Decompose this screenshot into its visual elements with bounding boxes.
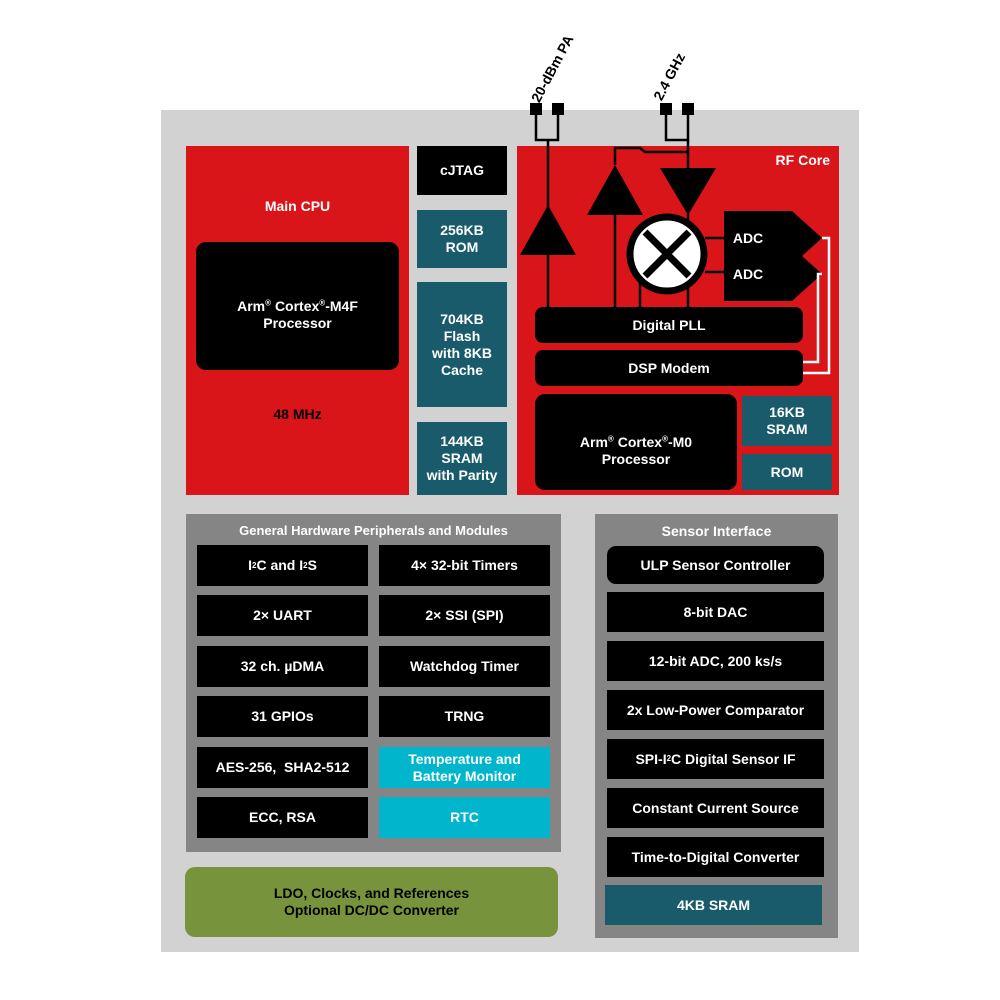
m0-processor: Arm® Cortex®-M0 Processor	[535, 394, 737, 490]
m4f-processor-name: Arm® Cortex®-M4F	[237, 297, 358, 314]
adc-to-dsp-wires	[803, 236, 831, 375]
uart-block: 2× UART	[197, 595, 368, 636]
power-line-1: LDO, Clocks, and References	[273, 885, 470, 901]
main-cpu-title: Main CPU	[264, 197, 331, 214]
dsp-modem: DSP Modem	[535, 350, 803, 386]
rf-rom-block: ROM	[742, 454, 832, 490]
power-line-2: Optional DC/DC Converter	[283, 902, 459, 918]
pa-antenna-pad-right	[552, 103, 564, 115]
rf-antenna-pad-right	[682, 103, 694, 115]
timers-block: 4× 32-bit Timers	[379, 545, 550, 586]
rf-sram-block: 16KB SRAM	[742, 396, 832, 446]
udma-block: 32 ch. µDMA	[197, 646, 368, 687]
sensor-sram-block: 4KB SRAM	[605, 885, 822, 925]
sensor-adc-block: 12-bit ADC, 200 ks/s	[607, 641, 824, 681]
ssi-block: 2× SSI (SPI)	[379, 595, 550, 636]
ecc-rsa-block: ECC, RSA	[197, 797, 368, 838]
watchdog-block: Watchdog Timer	[379, 646, 550, 687]
adc-2-label: ADC	[732, 265, 764, 282]
pa-antenna-wires	[534, 115, 560, 310]
rf-antenna-wires	[613, 115, 724, 310]
pa-amplifier	[520, 205, 576, 255]
aes-sha-block: AES-256, SHA2-512	[197, 747, 368, 788]
power-block: LDO, Clocks, and References Optional DC/…	[185, 867, 558, 937]
gpio-block: 31 GPIOs	[197, 696, 368, 737]
rom-block: 256KB ROM	[417, 210, 507, 268]
adc-1-label: ADC	[732, 229, 764, 246]
trng-block: TRNG	[379, 696, 550, 737]
m0-processor-word: Processor	[601, 450, 671, 467]
tdc-block: Time-to-Digital Converter	[607, 837, 824, 877]
digital-pll: Digital PLL	[535, 307, 803, 343]
comparator-block: 2x Low-Power Comparator	[607, 690, 824, 730]
m4f-processor-word: Processor	[263, 314, 332, 331]
m0-processor-name: Arm® Cortex®-M0	[579, 433, 693, 450]
dac-block: 8-bit DAC	[607, 592, 824, 632]
flash-block: 704KB Flash with 8KB Cache	[417, 282, 507, 407]
current-source-block: Constant Current Source	[607, 788, 824, 828]
tx-amplifier	[587, 165, 643, 215]
m4f-processor: Arm® Cortex®-M4F Processor	[196, 242, 399, 370]
main-cpu-frequency: 48 MHz	[273, 405, 322, 422]
ulp-sensor-controller: ULP Sensor Controller	[607, 546, 824, 584]
mixer-cross	[642, 229, 692, 279]
pa-antenna-pad-left	[530, 103, 542, 115]
rf-antenna-pad-left	[660, 103, 672, 115]
rtc-block: RTC	[379, 797, 550, 838]
lna-amplifier	[660, 168, 716, 215]
sensor-title: Sensor Interface	[661, 523, 772, 539]
rf-core-title: RF Core	[775, 152, 830, 168]
adc-shape-2	[724, 247, 822, 301]
peripherals-title: General Hardware Peripherals and Modules	[239, 522, 508, 538]
cjtag-block: cJTAG	[417, 146, 507, 195]
sram-block: 144KB SRAM with Parity	[417, 422, 507, 495]
temp-battery-block: Temperature and Battery Monitor	[379, 747, 550, 788]
